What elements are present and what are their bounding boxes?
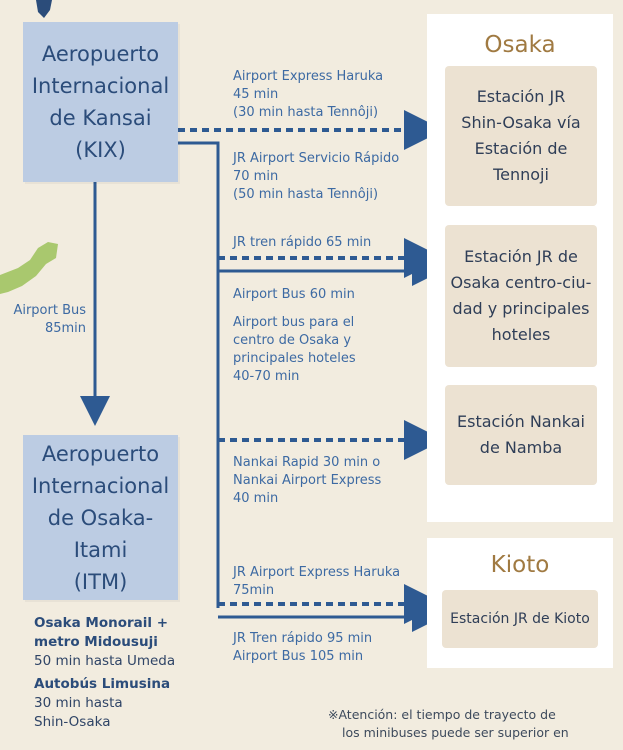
kix-line-3: de Kansai — [49, 106, 152, 130]
shin-osaka-line-1: Estación JR — [476, 87, 566, 106]
shin-osaka-line-3: Estación de — [474, 139, 568, 158]
route-label-airport-bus: Airport Bus 60 min — [233, 286, 355, 304]
bus-center-line-4: 40-70 min — [233, 369, 300, 384]
airport-bus-line: Airport Bus 60 min — [233, 287, 355, 302]
nankai-line-2: Nankai Airport Express — [233, 473, 382, 488]
nankai-line-3: 40 min — [233, 491, 279, 506]
osaka-city-line-4: hoteles — [491, 325, 551, 344]
footnote-line-2: los minibuses puede ser superior en — [342, 725, 569, 740]
kioto-panel-title: Kioto — [490, 552, 550, 578]
limousine-time-1: 30 min hasta — [34, 695, 123, 711]
airport-bus-link-label: Airport Bus 85min — [6, 302, 86, 338]
route-label-airport-bus-center: Airport bus para el centro de Osaka y pr… — [233, 314, 356, 386]
osaka-city-line-3: dad y principales — [452, 299, 590, 318]
route-label-jr-tren: JR tren rápido 65 min — [233, 234, 371, 252]
osaka-city-line-1: Estación JR de — [464, 247, 578, 266]
map-shape-green — [0, 242, 58, 294]
footnote-line-1: ※Atención: el tiempo de trayecto de — [328, 707, 556, 722]
station-namba: Estación Nankai de Namba — [445, 385, 597, 485]
limousine-title: Autobús Limusina — [34, 676, 171, 692]
namba-line-1: Estación Nankai — [457, 412, 585, 431]
itm-routes: Osaka Monorail + metro Midousuji 50 min … — [34, 614, 175, 732]
footnote: ※Atención: el tiempo de trayecto de los … — [328, 706, 569, 742]
link-label-line-2: 85min — [44, 321, 86, 336]
namba-line-2: de Namba — [479, 438, 563, 457]
station-kyoto: Estación JR de Kioto — [442, 590, 598, 648]
bus-center-line-1: Airport bus para el — [233, 315, 355, 330]
kyoto-label: Estación JR de Kioto — [450, 611, 590, 627]
station-shin-osaka: Estación JR Shin-Osaka vía Estación de T… — [445, 66, 597, 206]
jr-tren-line: JR tren rápido 65 min — [233, 235, 372, 250]
kioto-other-line-1: JR Tren rápido 95 min — [233, 631, 373, 646]
kix-line-1: Aeropuerto — [41, 42, 160, 66]
kioto-other-line-2: Airport Bus 105 min — [233, 649, 364, 664]
shin-osaka-line-2: Shin-Osaka vía — [461, 113, 581, 132]
kix-line-4: (KIX) — [75, 138, 126, 162]
itm-line-3: de Osaka-Itami — [47, 505, 154, 562]
route-label-haruka-kioto: JR Airport Express Haruka 75min — [233, 564, 400, 600]
route-label-jr-rapid: JR Airport Servicio Rápido 70 min (50 mi… — [233, 150, 399, 204]
jr-rapid-line-3: (50 min hasta Tennôji) — [233, 187, 379, 202]
limousine-time-2: Shin-Osaka — [34, 714, 111, 730]
itm-line-4: (ITM) — [73, 569, 128, 594]
link-label-line-1: Airport Bus — [13, 303, 86, 318]
route-label-kioto-other: JR Tren rápido 95 min Airport Bus 105 mi… — [233, 630, 372, 666]
haruka-kioto-line-1: JR Airport Express Haruka — [233, 565, 401, 580]
haruka-osaka-line-2: 45 min — [233, 87, 279, 102]
route-label-nankai: Nankai Rapid 30 min o Nankai Airport Exp… — [233, 454, 381, 508]
monorail-title-1: Osaka Monorail + — [34, 615, 169, 631]
itm-line-1: Aeropuerto — [41, 441, 160, 466]
jr-rapid-line-1: JR Airport Servicio Rápido — [233, 151, 400, 166]
itm-line-2: Internacional — [31, 473, 170, 498]
monorail-time: 50 min hasta Umeda — [34, 653, 176, 669]
monorail-title-2: metro Midousuji — [34, 634, 158, 650]
bus-center-line-2: centro de Osaka y — [233, 333, 352, 348]
osaka-city-line-2: Osaka centro-ciu- — [450, 273, 592, 292]
shin-osaka-line-4: Tennoji — [493, 165, 549, 184]
kix-trunk-line — [178, 141, 220, 608]
bus-center-line-3: principales hoteles — [233, 351, 356, 366]
nankai-line-1: Nankai Rapid 30 min o — [233, 455, 381, 470]
haruka-osaka-line-3: (30 min hasta Tennôji) — [233, 105, 379, 120]
kix-airport-box: Aeropuerto Internacional de Kansai (KIX) — [23, 22, 178, 182]
itm-airport-box: Aeropuerto Internacional de Osaka-Itami … — [23, 435, 178, 600]
route-label-haruka-osaka: Airport Express Haruka 45 min (30 min ha… — [233, 68, 383, 122]
osaka-panel-title: Osaka — [484, 32, 556, 58]
haruka-osaka-line-1: Airport Express Haruka — [233, 69, 384, 84]
station-osaka-city: Estación JR de Osaka centro-ciu- dad y p… — [445, 225, 597, 367]
haruka-kioto-line-2: 75min — [233, 583, 275, 598]
jr-rapid-line-2: 70 min — [233, 169, 279, 184]
kix-line-2: Internacional — [31, 74, 170, 98]
map-shape-top — [36, 0, 52, 18]
